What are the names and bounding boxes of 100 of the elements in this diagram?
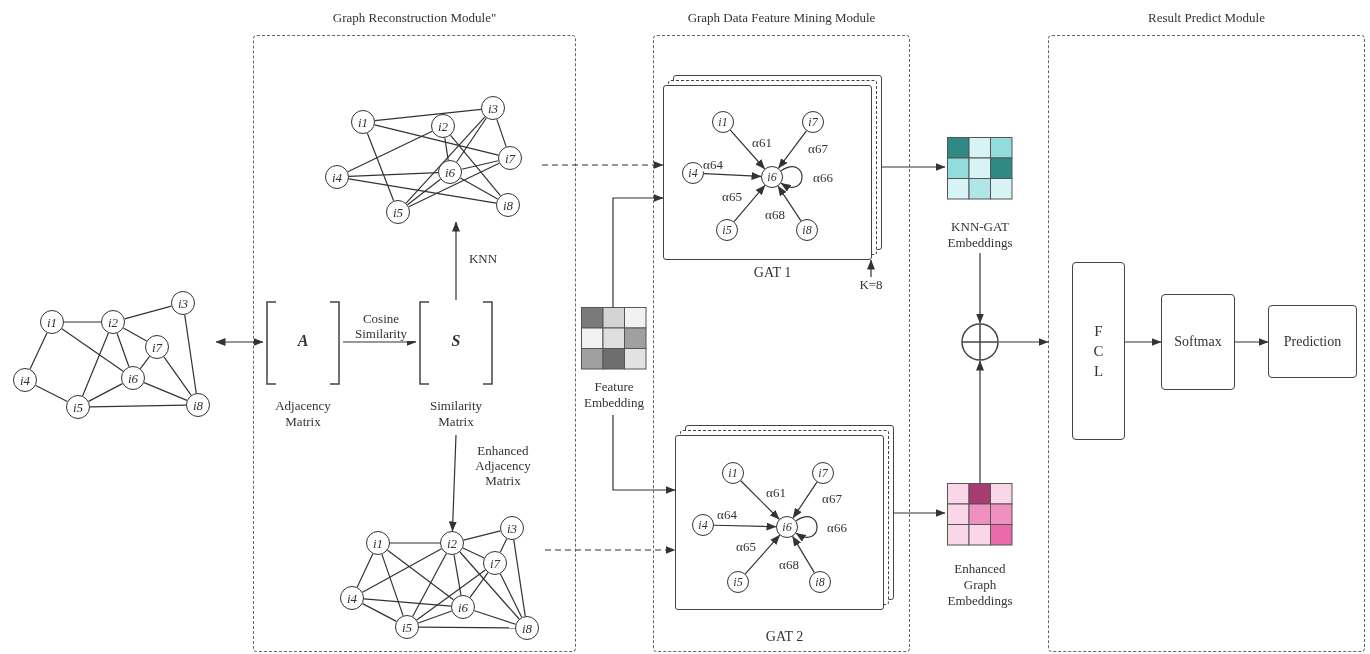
graph-edge (361, 548, 443, 593)
graph-edge (356, 553, 374, 588)
arrow (342, 338, 417, 346)
graph-node: i5 (66, 395, 90, 419)
matrix-caption: Adjacency Matrix (274, 398, 332, 430)
matrix-symbol: A (297, 332, 309, 350)
graph-edge (348, 171, 439, 178)
module-title: Result Predict Module (1148, 10, 1265, 26)
graph-node: i3 (171, 291, 195, 315)
graph-edge (381, 553, 404, 617)
graph-edge (416, 569, 486, 621)
sum-operator-icon (961, 323, 999, 361)
gat-caption: GAT 2 (765, 629, 804, 645)
graph-node: i6 (438, 160, 462, 184)
graph-node: i7 (483, 551, 507, 575)
module-title: Graph Reconstruction Module" (332, 10, 497, 26)
graph-edge (81, 332, 110, 397)
graph-node: i7 (498, 146, 522, 170)
graph-node: i2 (440, 531, 464, 555)
graph-edge (362, 603, 397, 622)
graph-edge (473, 610, 517, 625)
graph-edge (116, 332, 130, 368)
graph-edge (450, 134, 501, 197)
graph-node: i2 (101, 310, 125, 334)
graph-node: i4 (340, 586, 364, 610)
graph-edge (374, 124, 499, 156)
graph-edge (418, 626, 516, 629)
graph-edge (469, 572, 489, 598)
graph-edge (444, 137, 449, 161)
arrow (713, 522, 777, 531)
graph-edge (63, 321, 102, 323)
embedding-caption: Feature Embedding (583, 379, 645, 411)
graph-edge (88, 383, 123, 402)
graph-edge (89, 404, 187, 408)
arrow (740, 480, 780, 520)
graph-edge (363, 598, 452, 607)
graph-edge (463, 530, 501, 541)
graph-node: i8 (496, 193, 520, 217)
graph-edge (513, 539, 526, 617)
graph-edge (459, 177, 499, 200)
graph-node: i1 (366, 531, 390, 555)
graph-node: i7 (145, 335, 169, 359)
graph-edge (461, 160, 499, 170)
arrow (1234, 338, 1269, 346)
arrow (729, 129, 766, 170)
graph-edge (366, 132, 395, 202)
graph-edge (412, 553, 447, 617)
self-loop-arrow (795, 516, 818, 541)
graph-node: i6 (121, 366, 145, 390)
graph-node: i1 (351, 110, 375, 134)
graph-edge (184, 314, 197, 394)
arrow (976, 360, 984, 484)
process-box: F C L (1072, 262, 1125, 440)
process-box: Prediction (1268, 305, 1357, 378)
arrow (612, 194, 664, 308)
matrix-symbol: S (451, 332, 461, 350)
gat-caption: GAT 1 (753, 265, 792, 281)
graph-edge (35, 384, 68, 403)
matrix-caption: Similarity Matrix (429, 398, 483, 430)
embedding-caption: Enhanced Graph Embeddings (946, 561, 1014, 609)
graph-edge (496, 118, 507, 148)
module-title: Graph Data Feature Mining Module (687, 10, 876, 26)
embedding-caption: KNN-GAT Embeddings (946, 219, 1014, 251)
graph-edge (417, 610, 453, 624)
arrow (792, 481, 818, 519)
graph-node: i5 (395, 615, 419, 639)
double-arrow (215, 338, 264, 346)
arrow (612, 414, 676, 494)
arrow (976, 252, 984, 324)
graph-edge (408, 162, 500, 208)
graph-edge (462, 547, 485, 559)
graph-node: i4 (325, 165, 349, 189)
graph-edge (389, 542, 441, 544)
graph-edge (139, 355, 151, 370)
arrow (744, 534, 781, 575)
graph-edge (122, 327, 148, 342)
graph-edge (124, 305, 172, 320)
graph-edge (61, 328, 124, 372)
graph-edge (406, 178, 442, 206)
graph-node: i2 (431, 114, 455, 138)
graph-edge (459, 551, 520, 620)
graph-edge (405, 116, 486, 204)
graph-edge (456, 117, 487, 163)
graph-node: i8 (515, 616, 539, 640)
graph-edge (348, 178, 497, 204)
parameter-label: K=8 (856, 277, 886, 293)
graph-edge (347, 130, 433, 173)
graph-node: i4 (13, 368, 37, 392)
arrow (881, 163, 946, 171)
arrow (792, 535, 815, 574)
arrow (703, 171, 762, 180)
graph-edge (387, 549, 454, 601)
graph-edge (374, 108, 482, 122)
arrow (452, 221, 460, 301)
arrow (733, 184, 766, 223)
graph-edge (499, 573, 523, 618)
arrow (448, 434, 457, 532)
graph-edge (453, 554, 462, 596)
graph-node: i6 (451, 595, 475, 619)
graph-node: i8 (186, 393, 210, 417)
